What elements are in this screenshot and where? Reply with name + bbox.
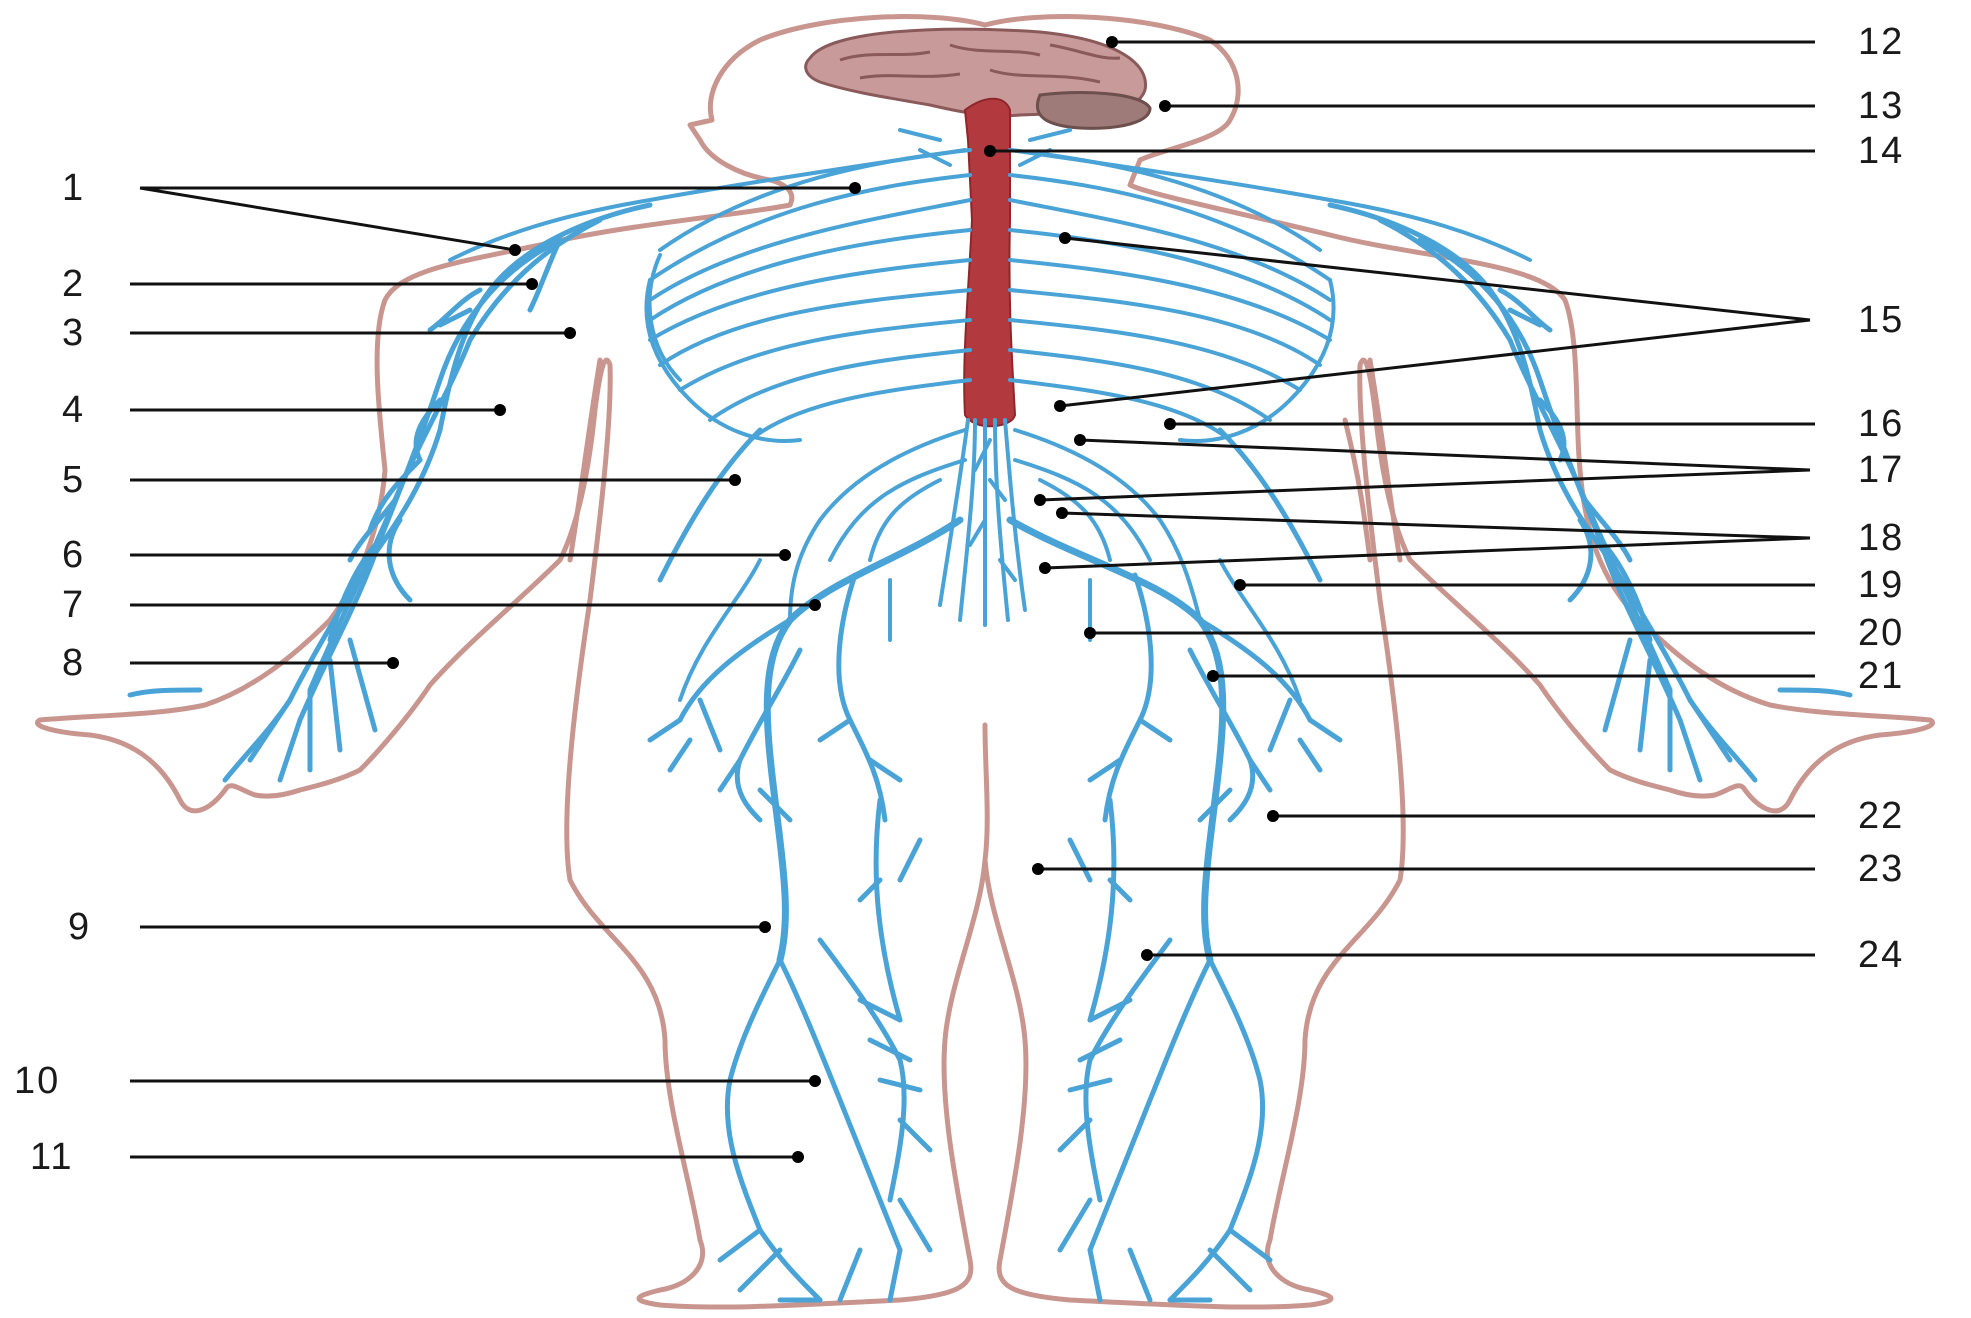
label-19: 19: [1858, 564, 1904, 606]
label-1: 1: [62, 167, 85, 209]
label-18: 18: [1858, 517, 1904, 559]
label-14: 14: [1858, 130, 1904, 172]
label-9: 9: [68, 906, 91, 948]
label-5: 5: [62, 459, 85, 501]
label-22: 22: [1858, 795, 1904, 837]
label-12: 12: [1858, 21, 1904, 63]
label-15: 15: [1858, 299, 1904, 341]
label-7: 7: [62, 584, 85, 626]
label-11: 11: [30, 1136, 73, 1178]
label-23: 23: [1858, 848, 1904, 890]
label-2: 2: [62, 263, 85, 305]
label-17: 17: [1858, 449, 1904, 491]
label-6: 6: [62, 534, 85, 576]
label-4: 4: [62, 389, 85, 431]
label-8: 8: [62, 642, 85, 684]
label-3: 3: [62, 312, 85, 354]
label-10: 10: [14, 1060, 60, 1102]
label-24: 24: [1858, 934, 1904, 976]
label-21: 21: [1858, 655, 1904, 697]
label-20: 20: [1858, 612, 1904, 654]
label-13: 13: [1858, 85, 1904, 127]
label-16: 16: [1858, 403, 1904, 445]
